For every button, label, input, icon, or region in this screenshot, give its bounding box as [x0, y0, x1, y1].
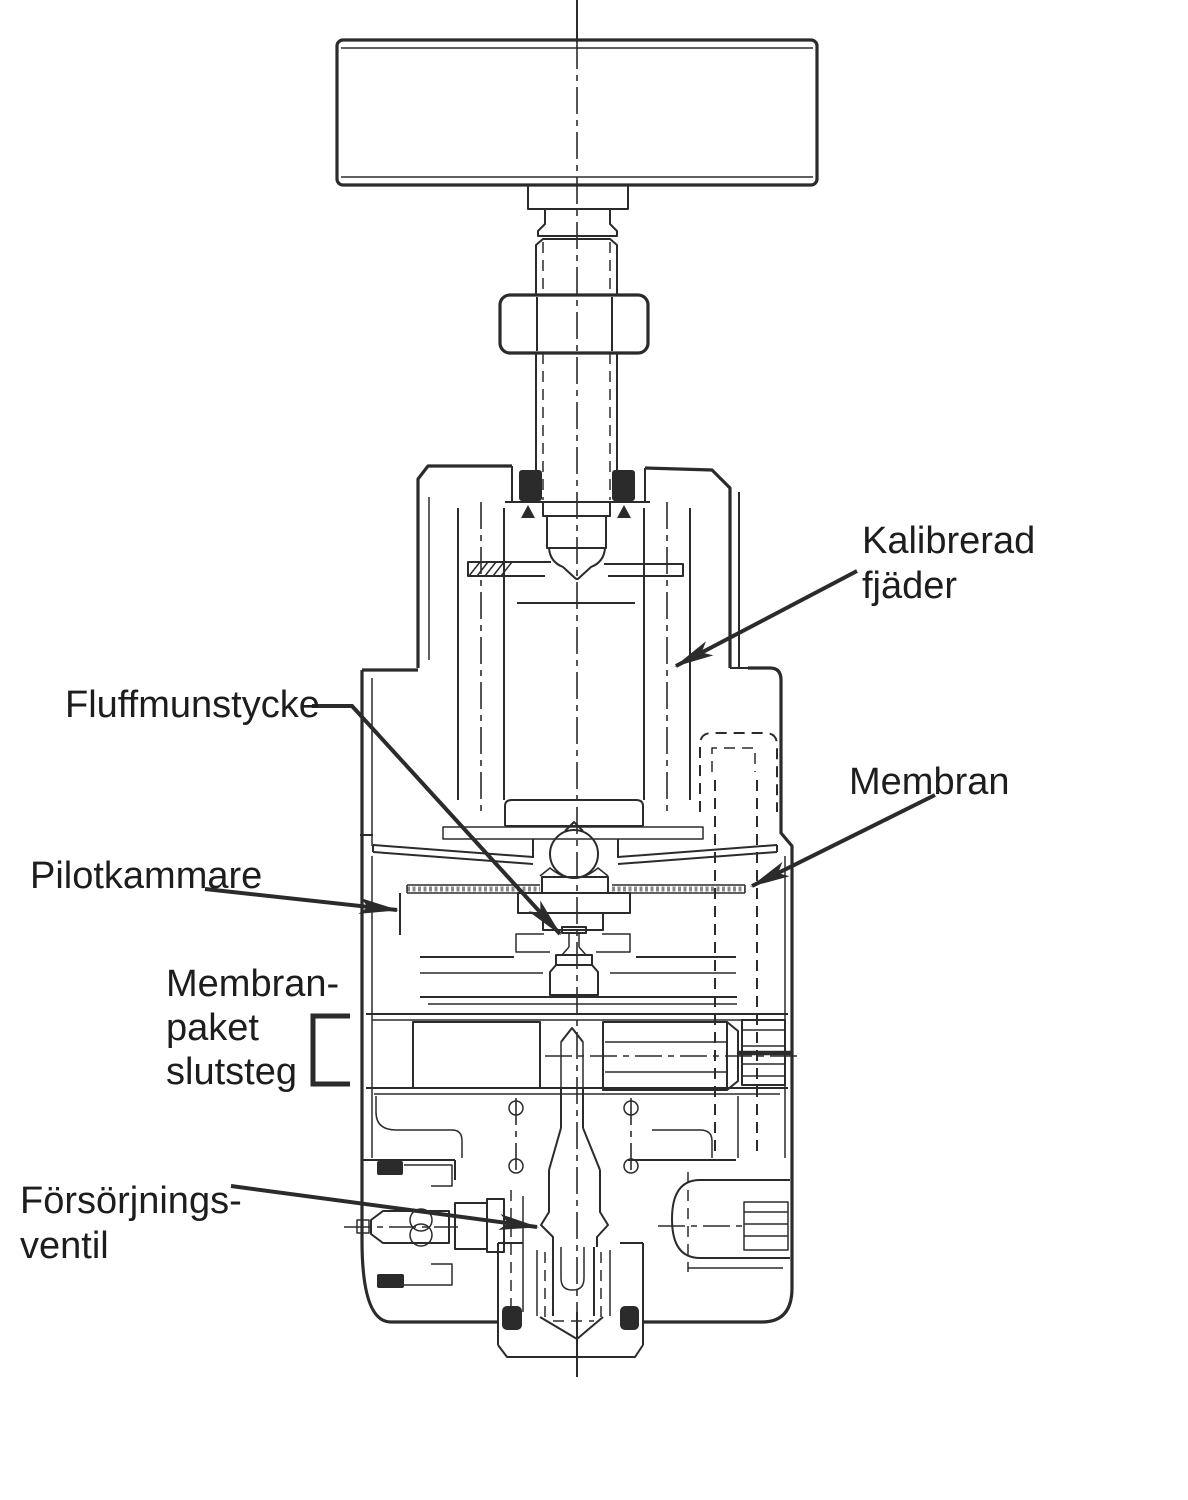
seal-pad-top	[377, 1161, 403, 1175]
leader-arrows	[204, 569, 936, 1230]
outlet-boss-right	[658, 1172, 790, 1272]
label-membranpaket-line1: Membran-	[166, 963, 339, 1005]
leader-forsorjningsventil	[230, 1184, 539, 1230]
seal-pointer-left	[521, 505, 535, 518]
check-bolt	[370, 1210, 450, 1244]
spring-housing	[416, 464, 748, 669]
calibrated-spring	[457, 502, 691, 812]
body-transition	[362, 1088, 739, 1180]
labels: Kalibrerad fjäder Fluffmunstycke Membran…	[20, 520, 1035, 1267]
label-kalibrerad-fjader-line2: fjäder	[862, 565, 957, 607]
o-ring-right	[620, 1306, 639, 1330]
label-fluffmunstycke: Fluffmunstycke	[65, 684, 320, 726]
body-mid-walls	[360, 666, 794, 1324]
o-ring-left	[502, 1306, 522, 1330]
seal-pointer-right	[617, 505, 631, 518]
leader-membran	[750, 793, 936, 888]
pivot-ball	[549, 829, 599, 879]
label-forsorjningsventil-line2: ventil	[20, 1225, 109, 1267]
supply-valve	[344, 1161, 609, 1322]
leader-kalibrerad-fjader	[674, 569, 858, 668]
final-stage-membrane-pack	[366, 1013, 798, 1095]
bracket-membranpaket	[310, 1013, 350, 1087]
seal-pad-bottom	[377, 1274, 404, 1288]
leader-pilotkammare	[204, 887, 399, 914]
pilot-chamber	[399, 876, 737, 1005]
stem-seal-right	[612, 470, 635, 501]
label-kalibrerad-fjader-line1: Kalibrerad	[862, 520, 1035, 562]
valve-poppet	[540, 1170, 554, 1247]
outlet-port	[497, 1242, 644, 1358]
pilot-membrane	[406, 884, 746, 894]
label-membranpaket-line2: paket	[166, 1007, 259, 1049]
label-forsorjningsventil-line1: Försörjnings-	[20, 1180, 242, 1222]
spring-seat	[372, 799, 778, 879]
pilot-nozzle	[549, 926, 599, 996]
leader-fluffmunstycke	[312, 704, 562, 936]
hex-nut	[498, 293, 650, 355]
label-pilotkammare: Pilotkammare	[30, 855, 262, 897]
label-membranpaket-line3: slutsteg	[166, 1051, 297, 1093]
stem-seal-left	[519, 470, 542, 501]
label-membran: Membran	[849, 761, 1010, 803]
pilot-supply-tube	[699, 732, 778, 1158]
